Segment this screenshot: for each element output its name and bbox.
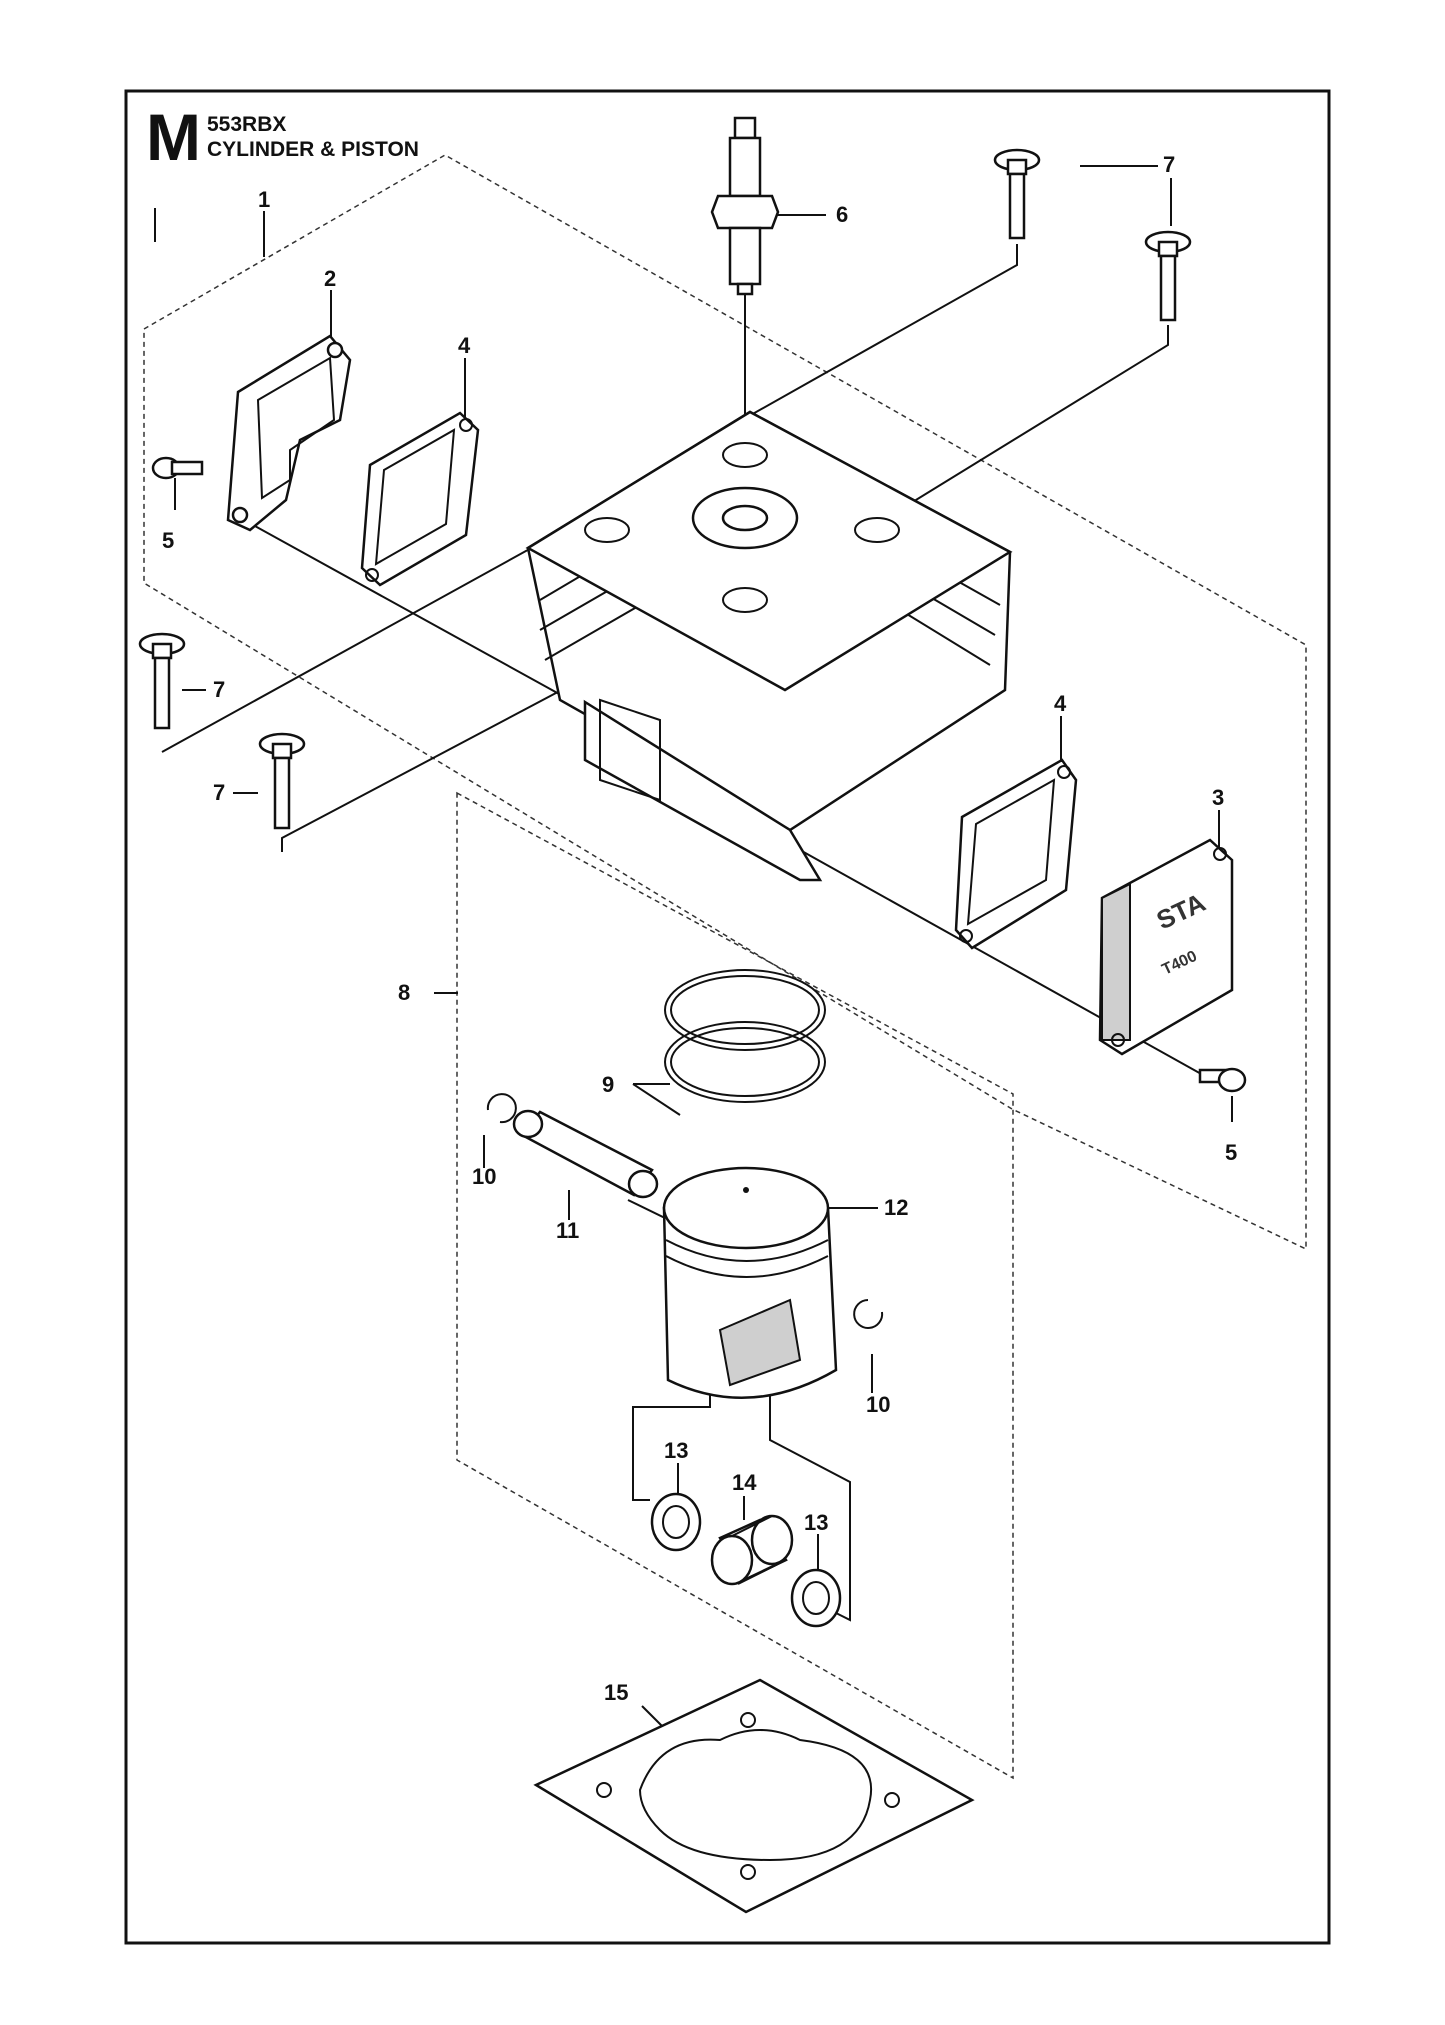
callout-labels: 1 2 3 4 4 5 5 6 7 7 7 7 8 9 10 10 11 12 … <box>162 152 1237 1705</box>
callout-4b: 4 <box>1054 691 1067 716</box>
section-letter: M <box>146 100 201 174</box>
piston-rings <box>664 969 826 1103</box>
gasket-right <box>954 758 1078 950</box>
circlip-left <box>486 1093 517 1124</box>
callout-14: 14 <box>732 1470 757 1495</box>
washer-left <box>650 1492 702 1552</box>
callout-9: 9 <box>602 1072 614 1097</box>
cylinder <box>525 410 1013 882</box>
gasket-left <box>360 411 480 587</box>
callout-4a: 4 <box>458 333 471 358</box>
needle-bearing <box>710 1514 794 1586</box>
callout-12: 12 <box>884 1195 908 1220</box>
base-gasket <box>533 1678 975 1914</box>
screw-top-right-1 <box>993 148 1041 240</box>
callout-7c: 7 <box>213 677 225 702</box>
screw-left-2 <box>258 732 306 830</box>
callout-2: 2 <box>324 266 336 291</box>
callout-10b: 10 <box>866 1392 890 1417</box>
small-screw-right <box>1198 1067 1247 1093</box>
spark-plug <box>710 116 780 296</box>
callout-3: 3 <box>1212 785 1224 810</box>
callout-7a: 7 <box>1163 152 1175 177</box>
callout-5b: 5 <box>1225 1140 1237 1165</box>
callout-13b: 13 <box>804 1510 828 1535</box>
diagram-title: CYLINDER & PISTON <box>207 138 419 161</box>
callout-10a: 10 <box>472 1164 496 1189</box>
piston-pin <box>512 1109 659 1199</box>
callout-7d: 7 <box>213 780 225 805</box>
piston <box>662 1166 838 1400</box>
model-number: 553RBX <box>207 113 287 136</box>
screw-left-1 <box>138 632 186 730</box>
callout-8: 8 <box>398 980 410 1005</box>
callout-6: 6 <box>836 202 848 227</box>
callout-5a: 5 <box>162 528 174 553</box>
drawing-frame <box>124 89 1331 1945</box>
exhaust-cover: STA T400 <box>1098 838 1234 1056</box>
group-8-boundary <box>456 791 1014 1780</box>
callout-1: 1 <box>258 187 270 212</box>
small-screw-left <box>151 456 204 480</box>
callout-13a: 13 <box>664 1438 688 1463</box>
circlip-right <box>853 1299 884 1329</box>
callout-11: 11 <box>556 1218 579 1243</box>
callout-15: 15 <box>604 1680 628 1705</box>
washer-right <box>790 1568 842 1628</box>
intake-cover <box>226 334 352 532</box>
screw-top-right-2 <box>1144 230 1192 322</box>
